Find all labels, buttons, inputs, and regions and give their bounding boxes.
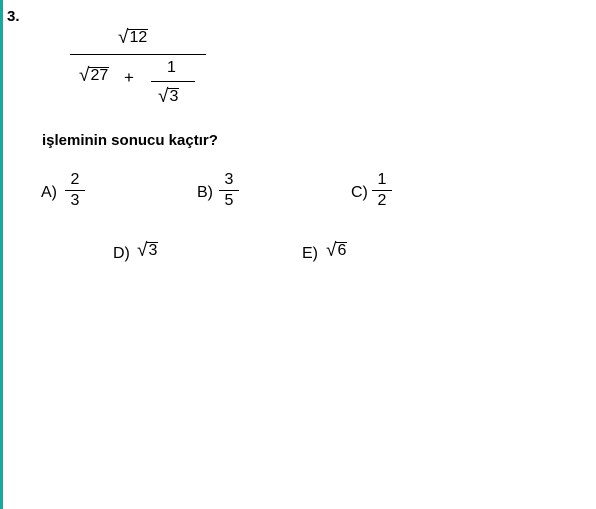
sqrt-3: √3	[158, 86, 180, 107]
question-stem: işleminin sonucu kaçtır?	[42, 132, 218, 149]
left-margin-rule	[0, 0, 3, 509]
denominator: 5	[224, 192, 234, 210]
main-fraction-bar	[70, 54, 206, 56]
fraction-bar	[65, 190, 85, 192]
plus-sign: +	[124, 68, 134, 87]
option-c-label: C)	[351, 184, 368, 201]
question-number: 3.	[7, 8, 20, 25]
sqrt-12: √12	[118, 27, 149, 48]
fraction-bar	[219, 190, 239, 192]
option-e-value: √6	[326, 240, 348, 261]
option-d-label: D)	[113, 245, 130, 262]
sqrt-3: √3	[137, 240, 159, 261]
radicand: 3	[168, 88, 180, 106]
option-b-fraction: 3 5	[219, 171, 239, 210]
expression-numerator: √12	[118, 27, 149, 48]
option-e-label: E)	[302, 245, 318, 262]
sqrt-27: √27	[79, 65, 110, 86]
radical-sign: √	[79, 65, 90, 86]
radicand: 6	[336, 242, 348, 260]
expression-denominator-left: √27	[79, 65, 110, 86]
sqrt-6: √6	[326, 240, 348, 261]
inner-fraction-bar	[151, 81, 195, 83]
fraction-bar	[372, 190, 392, 192]
radical-sign: √	[158, 86, 169, 107]
radical-sign: √	[137, 240, 148, 261]
denominator: 2	[377, 192, 387, 210]
radicand: 3	[147, 242, 159, 260]
option-b-label: B)	[197, 184, 213, 201]
numerator: 1	[377, 171, 387, 188]
radical-sign: √	[326, 240, 337, 261]
option-d-value: √3	[137, 240, 159, 261]
option-a-label: A)	[41, 184, 57, 201]
denominator: 3	[70, 192, 80, 210]
radicand: 12	[128, 29, 149, 47]
option-a-fraction: 2 3	[65, 171, 85, 210]
numerator: 3	[224, 171, 234, 188]
inner-fraction-denominator: √3	[158, 86, 180, 107]
option-c-fraction: 1 2	[372, 171, 392, 210]
radicand: 27	[89, 67, 110, 85]
inner-fraction-numerator: 1	[167, 59, 176, 76]
numerator: 2	[70, 171, 80, 188]
radical-sign: √	[118, 27, 129, 48]
